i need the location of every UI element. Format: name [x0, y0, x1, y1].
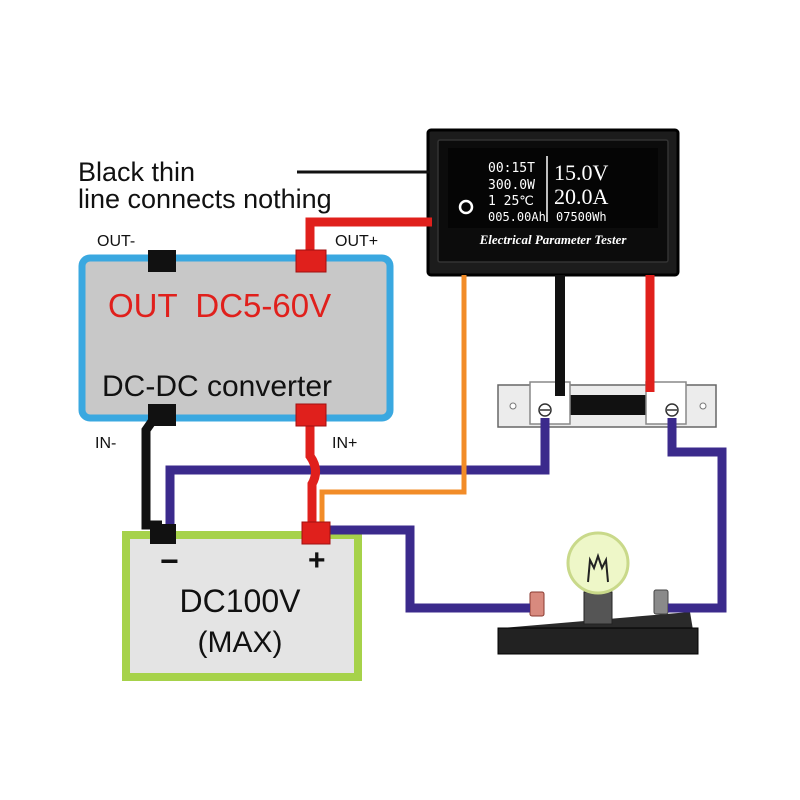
converter-output-label: OUT DC5-60V — [108, 287, 331, 324]
lamp-terminal-right — [653, 589, 669, 615]
battery-minus: − — [160, 543, 179, 579]
mount-hole-right — [699, 402, 707, 410]
battery-terminal-minus — [150, 524, 176, 544]
meter-screen — [448, 148, 658, 228]
meter-caption: Electrical Parameter Tester — [479, 232, 628, 247]
terminal-in-minus — [148, 404, 176, 426]
label-out-plus: OUT+ — [335, 233, 378, 250]
dc-dc-converter: OUT DC5-60V DC-DC converter — [78, 254, 394, 422]
label-in-minus: IN- — [95, 435, 116, 452]
lamp — [497, 531, 699, 655]
terminal-in-plus — [295, 403, 327, 427]
meter-time: 00:15T — [488, 161, 535, 176]
battery-voltage: DC100V — [180, 583, 302, 619]
terminal-out-minus — [148, 250, 176, 272]
battery-plus: + — [308, 544, 326, 577]
battery-terminal-plus — [301, 521, 331, 545]
wire-red-out-plus — [305, 217, 432, 262]
bulb-filament — [587, 552, 609, 583]
converter-name: DC-DC converter — [102, 370, 332, 403]
bulb-socket — [583, 591, 613, 625]
terminal-out-plus — [295, 249, 327, 273]
lamp-terminal-left — [529, 591, 545, 617]
battery-max: (MAX) — [198, 626, 283, 659]
meter-current: 20.0A — [554, 184, 609, 209]
dc-power-supply: − + DC100V (MAX) — [122, 531, 362, 681]
wire-purple-positive — [316, 525, 530, 613]
shunt-resistor — [497, 381, 717, 428]
note-line2: line connects nothing — [78, 184, 332, 214]
wire-red-in-plus — [305, 416, 320, 528]
meter-index-temp: 1 25℃ — [488, 194, 534, 209]
converter-box — [78, 254, 394, 422]
wire-purple-load-return — [667, 418, 727, 613]
meter-button-icon — [458, 199, 474, 215]
parameter-tester-meter: 00:15T 300.0W 1 25℃ 005.00Ah 15.0V 20.0A… — [426, 128, 680, 277]
meter-power: 300.0W — [488, 178, 535, 193]
meter-voltage: 15.0V — [554, 160, 609, 185]
note-line1: Black thin — [78, 157, 195, 187]
battery-box — [122, 531, 362, 681]
label-out-minus: OUT- — [97, 233, 135, 250]
meter-energy: 07500Wh — [556, 210, 607, 224]
shunt-bar — [568, 395, 646, 415]
lamp-base — [497, 627, 699, 655]
wire-orange-supply — [319, 275, 467, 530]
wire-black-in-minus — [141, 407, 164, 530]
mount-hole-left — [509, 402, 517, 410]
wire-purple-negative — [165, 418, 550, 538]
bulb-icon — [566, 531, 630, 595]
meter-capacity: 005.00Ah — [488, 210, 546, 224]
label-in-plus: IN+ — [332, 435, 357, 452]
